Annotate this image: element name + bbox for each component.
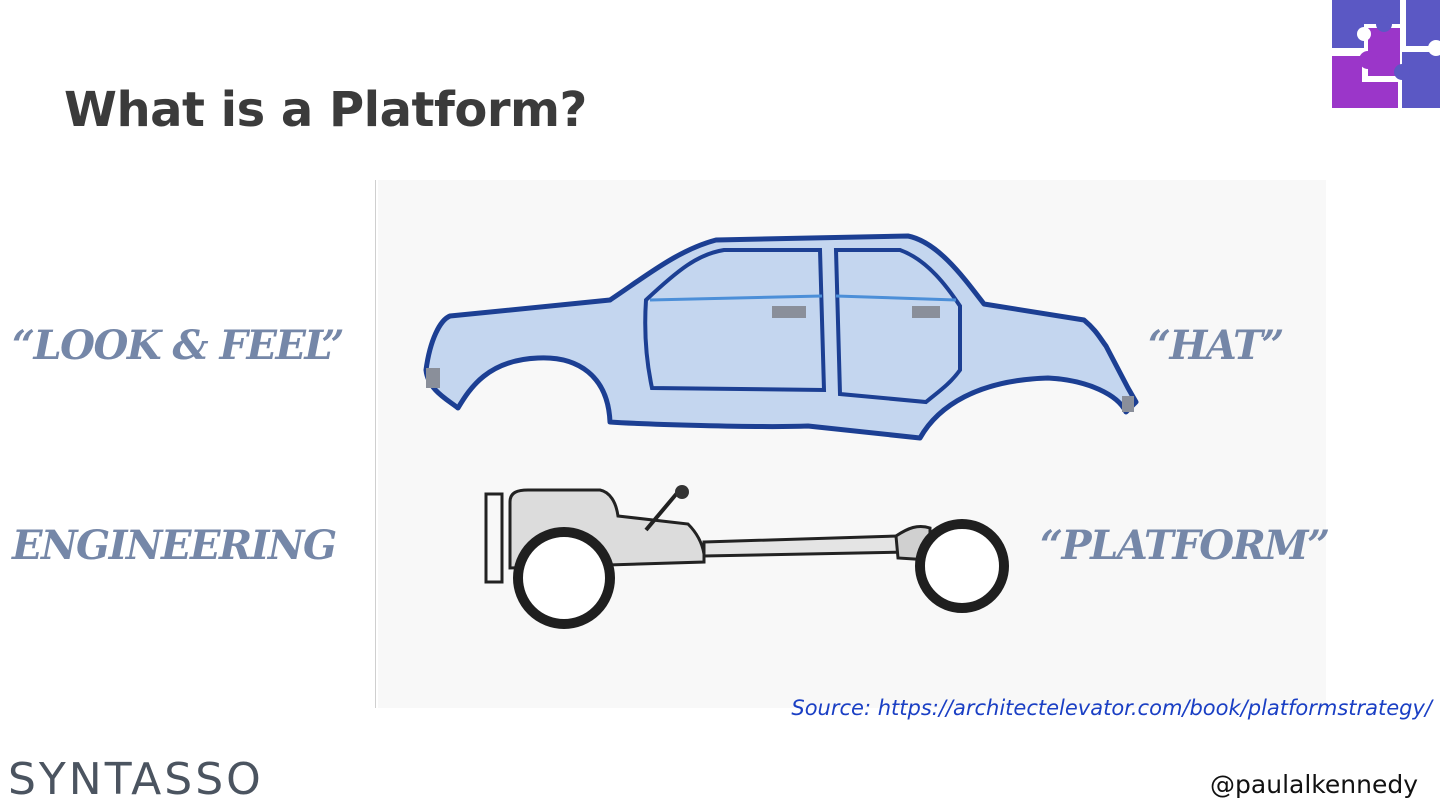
vertical-divider [375, 180, 376, 708]
label-engineering: ENGINEERING [12, 522, 337, 569]
label-look-and-feel: “LOOK & FEEL” [12, 322, 344, 369]
slide-title: What is a Platform? [64, 82, 587, 138]
source-link[interactable]: Source: https://architectelevator.com/bo… [791, 696, 1432, 720]
syntasso-brand: SYNTASSO [8, 754, 264, 805]
label-platform: “PLATFORM” [1040, 522, 1330, 569]
label-hat: “HAT” [1148, 322, 1284, 369]
author-handle: @paulalkennedy [1210, 770, 1418, 799]
car-body-drawing [423, 233, 1139, 441]
car-platform-illustration [378, 180, 1326, 708]
chassis-drawing [484, 485, 1009, 629]
puzzle-logo-icon [1332, 0, 1440, 108]
